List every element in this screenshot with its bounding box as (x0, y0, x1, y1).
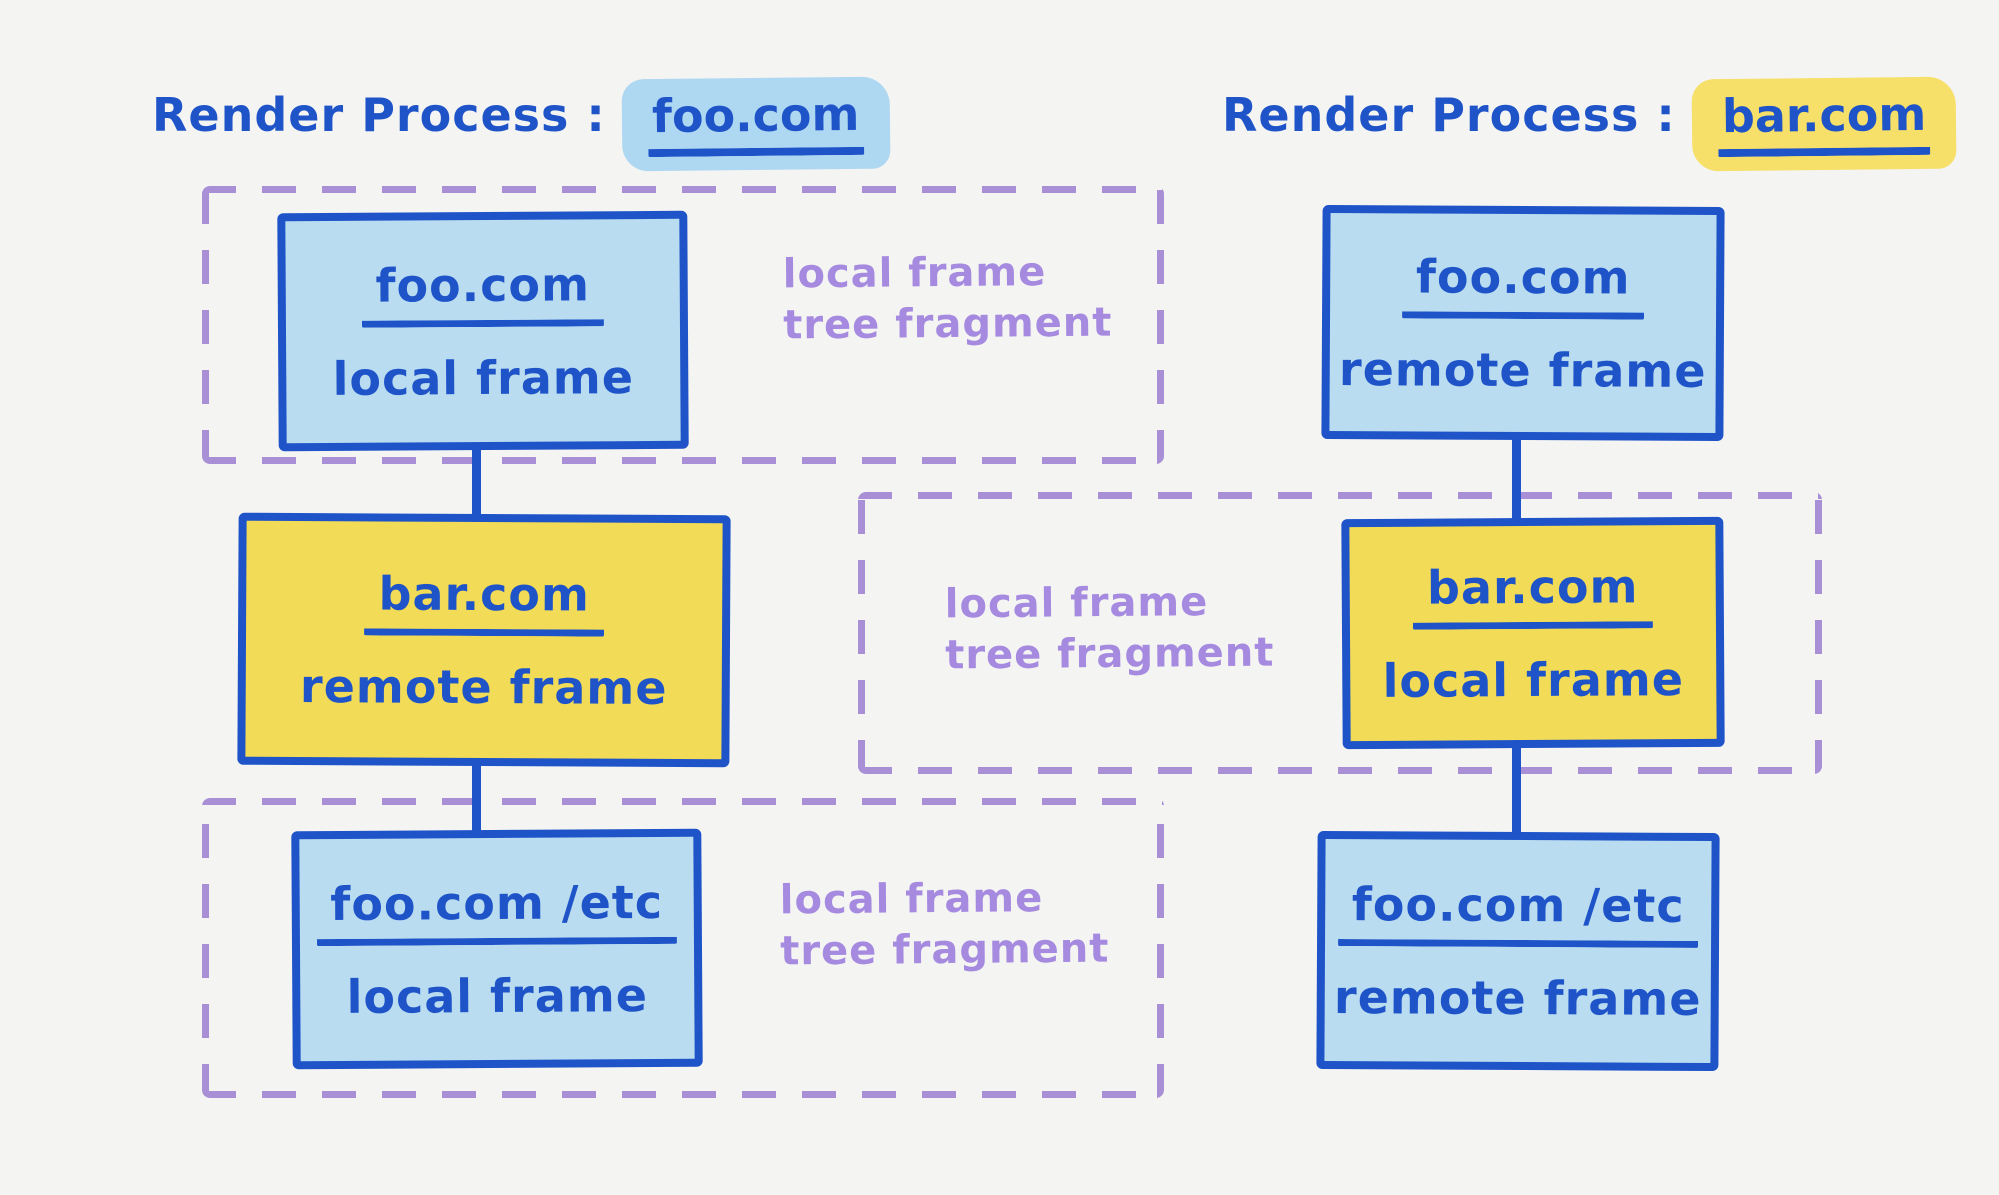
fragment-label-line2: tree fragment (945, 629, 1275, 679)
node-foo-remote-frame: foo.com remote frame (1321, 204, 1725, 442)
render-process-title-foo: Render Process : foo.com (152, 76, 890, 172)
node-domain: foo.com (361, 256, 605, 328)
title-domain-foo: foo.com (647, 86, 864, 158)
node-fooetc-remote-frame: foo.com /etc remote frame (1316, 830, 1720, 1072)
title-prefix: Render Process : (1222, 88, 1676, 142)
node-domain: foo.com /etc (316, 874, 678, 946)
node-fooetc-local-frame: foo.com /etc local frame (291, 828, 703, 1070)
connector-bar-to-fooetc-right (1512, 740, 1521, 838)
fragment-label-line2: tree fragment (783, 299, 1113, 349)
node-domain: foo.com /etc (1337, 876, 1699, 948)
title-domain-highlight-foo: foo.com (621, 76, 890, 172)
fragment-label-bottom-left: local frame tree fragment (780, 873, 1110, 978)
connector-foo-to-bar-right (1512, 432, 1521, 526)
node-foo-local-frame: foo.com local frame (277, 210, 689, 452)
fragment-label-line1: local frame (782, 249, 1047, 298)
title-domain-highlight-bar: bar.com (1691, 76, 1957, 172)
node-domain: bar.com (1412, 558, 1653, 630)
render-process-title-bar: Render Process : bar.com (1222, 76, 1957, 172)
node-type: remote frame (1338, 341, 1707, 398)
node-bar-remote-frame: bar.com remote frame (237, 512, 731, 768)
connector-foo-to-bar-left (472, 444, 481, 522)
node-type: remote frame (299, 658, 668, 715)
node-type: remote frame (1333, 969, 1702, 1026)
connector-bar-to-fooetc-left (472, 758, 481, 838)
fragment-label-line1: local frame (779, 875, 1044, 924)
node-type: local frame (332, 349, 635, 406)
title-domain-bar: bar.com (1717, 86, 1931, 158)
fragment-label-middle-right: local frame tree fragment (945, 577, 1275, 682)
node-domain: foo.com (1401, 248, 1645, 320)
fragment-label-top-left: local frame tree fragment (783, 247, 1113, 352)
title-prefix: Render Process : (152, 88, 606, 142)
fragment-label-line1: local frame (944, 579, 1209, 628)
node-bar-local-frame: bar.com local frame (1341, 516, 1725, 750)
fragment-label-line2: tree fragment (780, 925, 1110, 975)
node-type: local frame (1382, 651, 1685, 708)
node-domain: bar.com (364, 565, 605, 637)
node-type: local frame (346, 967, 649, 1024)
